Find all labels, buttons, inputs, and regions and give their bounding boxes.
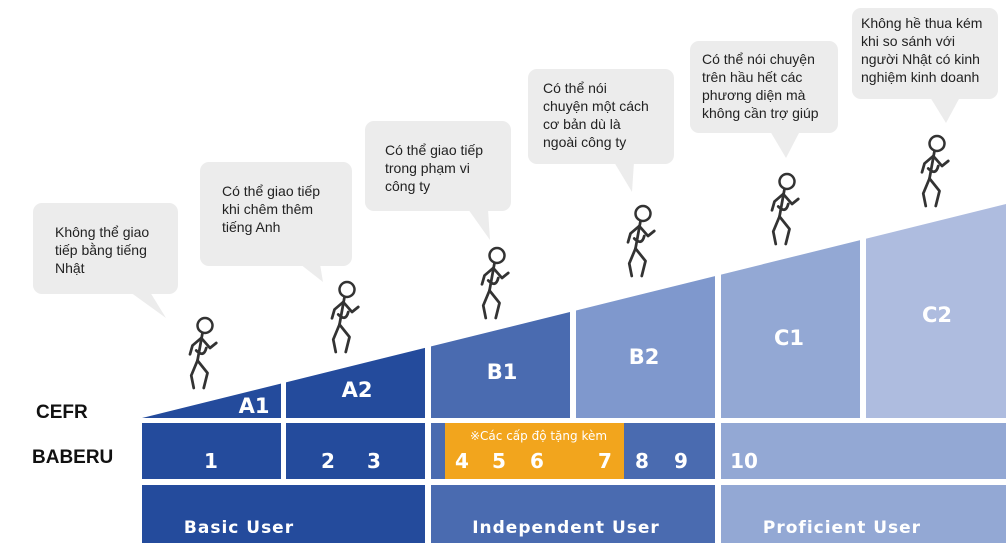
user-group-row: [142, 485, 1006, 543]
runner-icon-b2: [626, 204, 656, 278]
bubble-c2-line-4: nghiệm kinh doanh: [861, 69, 979, 85]
independent-user-block: [431, 485, 715, 543]
level-b2: B2: [629, 345, 660, 369]
baberu-num-10: 10: [730, 449, 758, 473]
bubble-a2-line-2: khi chêm thêm: [222, 201, 313, 217]
baberu-num-2: 2: [321, 449, 335, 473]
baberu-num-3: 3: [367, 449, 381, 473]
bonus-levels-note: ※Các cấp độ tặng kèm: [470, 429, 607, 443]
level-a1: A1: [239, 394, 270, 418]
bubble-a1-line-3: Nhật: [55, 260, 85, 276]
baberu-row: [142, 423, 1006, 479]
basic-user-label: Basic User: [184, 518, 294, 538]
baberu-num-4: 4: [455, 449, 469, 473]
bubble-a1-line-1: Không thể giao: [55, 224, 149, 240]
runner-icon-a2: [330, 280, 360, 354]
runner-icon-c1: [770, 172, 800, 246]
bubble-b2: Có thể nói chuyện một cách cơ bản dù là …: [528, 69, 674, 192]
baberu-label: BABERU: [32, 447, 113, 468]
cefr-label: CEFR: [36, 402, 88, 423]
bubble-b1-line-3: công ty: [385, 178, 430, 194]
bubble-a1: Không thể giao tiếp bằng tiếng Nhật: [33, 203, 178, 318]
bubble-a2: Có thể giao tiếp khi chêm thêm tiếng Anh: [200, 162, 352, 282]
runner-icon-a1: [188, 316, 218, 390]
ramp-segment-c2: [866, 204, 1006, 418]
bubble-b2-line-1: Có thể nói: [543, 80, 607, 96]
basic-user-block: [142, 485, 425, 543]
bubble-b2-line-4: ngoài công ty: [543, 134, 626, 150]
ramp-segment-b1: [431, 204, 570, 418]
proficient-user-label: Proficient User: [763, 518, 921, 538]
baberu-num-9: 9: [674, 449, 688, 473]
bubble-b1-line-1: Có thể giao tiếp: [385, 142, 483, 158]
bubble-c2-line-2: khi so sánh với: [861, 33, 955, 49]
baberu-cell-10: [721, 423, 1006, 479]
baberu-num-6: 6: [530, 449, 544, 473]
bubble-c1-line-3: phương diện mà: [702, 87, 806, 103]
level-c1: C1: [774, 326, 804, 350]
bubble-c1-line-4: không cần trợ giúp: [702, 105, 819, 121]
bubble-b2-line-2: chuyện một cách: [543, 98, 649, 114]
level-c2: C2: [922, 303, 952, 327]
baberu-num-5: 5: [492, 449, 506, 473]
independent-user-label: Independent User: [472, 518, 660, 538]
bubble-c2: Không hề thua kém khi so sánh với người …: [852, 8, 998, 123]
baberu-cell-2-3: [286, 423, 425, 479]
bubble-c1-line-1: Có thể nói chuyện: [702, 51, 815, 67]
level-b1: B1: [487, 360, 518, 384]
bubble-b1-line-2: trong phạm vi: [385, 160, 470, 176]
baberu-bonus-highlight: [445, 423, 624, 479]
bubble-c1-line-2: trên hầu hết các: [702, 69, 802, 85]
baberu-num-8: 8: [635, 449, 649, 473]
bubble-b2-line-3: cơ bản dù là: [543, 116, 621, 132]
runner-icon-b1: [480, 246, 510, 320]
ramp-segment-c1: [721, 204, 860, 418]
bubble-c2-line-1: Không hề thua kém: [861, 15, 982, 31]
bubble-c2-line-3: người Nhật có kinh: [861, 51, 980, 67]
bubble-a2-line-1: Có thể giao tiếp: [222, 183, 320, 199]
level-a2: A2: [342, 378, 373, 402]
bubble-a2-line-3: tiếng Anh: [222, 219, 280, 235]
bubble-c1: Có thể nói chuyện trên hầu hết các phươn…: [690, 41, 838, 158]
baberu-num-1: 1: [204, 449, 218, 473]
baberu-num-7: 7: [598, 449, 612, 473]
runner-icon-c2: [920, 134, 950, 208]
proficient-user-block: [721, 485, 1006, 543]
bubble-a1-line-2: tiếp bằng tiếng: [55, 242, 147, 258]
baberu-cell-1: [142, 423, 281, 479]
bubble-b1: Có thể giao tiếp trong phạm vi công ty: [365, 121, 511, 240]
